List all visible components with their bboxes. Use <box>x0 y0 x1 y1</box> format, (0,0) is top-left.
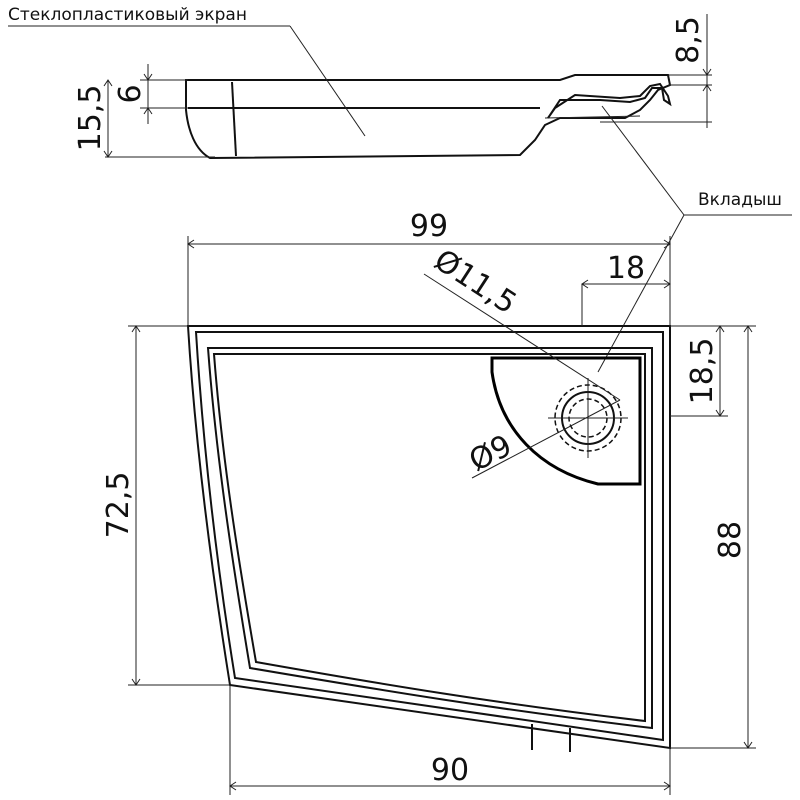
dim-insert-offset: 18 <box>607 251 645 286</box>
dim-side-inner-height: 6 <box>113 84 148 103</box>
tray-rim-outline <box>194 331 664 742</box>
dim-drain-inner-diameter: Ø9 <box>464 428 518 479</box>
tray-outer-outline <box>186 325 671 750</box>
dim-insert-depth: 18,5 <box>685 338 720 405</box>
dim-top-right-height: 8,5 <box>671 16 706 64</box>
label-insert: Вкладыш <box>698 190 782 210</box>
dim-bottom-width: 90 <box>431 753 469 788</box>
tray-basin-outline <box>206 347 653 730</box>
dim-side-total-height: 15,5 <box>73 85 108 152</box>
side-view: 15,5 6 8,5 Стеклопластиковый экран Вклад… <box>8 5 792 373</box>
dim-drain-outer-diameter: Ø11,5 <box>428 243 523 322</box>
dim-top-width: 99 <box>410 209 448 244</box>
dim-left-height: 72,5 <box>101 472 136 539</box>
dim-right-height: 88 <box>713 521 748 559</box>
insert-side-profile <box>547 82 672 119</box>
plan-view: Ø11,5 Ø9 99 18 72,5 18,5 88 <box>101 209 756 795</box>
tray-basin-inner-outline <box>212 353 646 723</box>
insert-side-bottom <box>544 115 641 119</box>
insert-shelf-outline <box>490 356 642 486</box>
tray-side-seam <box>231 81 237 157</box>
label-glass-screen: Стеклопластиковый экран <box>8 5 247 25</box>
